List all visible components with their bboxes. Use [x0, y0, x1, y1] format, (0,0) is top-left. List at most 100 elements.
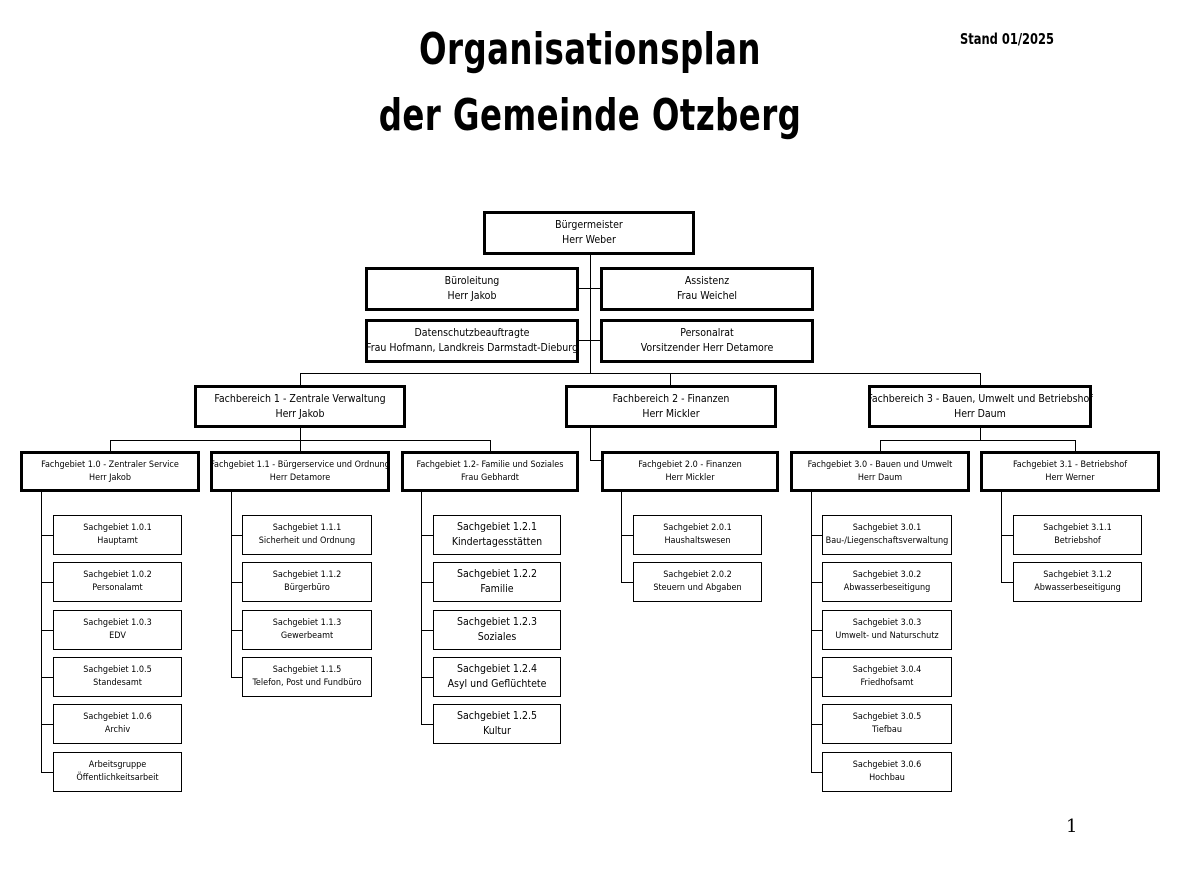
sachgebiet-name: Sicherheit und Ordnung: [258, 536, 356, 546]
connector-fachgebiet-3-spine: [421, 492, 422, 725]
connector-fb1-drop: [300, 373, 301, 386]
personalrat-name: Vorsitzender Herr Detamore: [640, 342, 774, 354]
datenschutz-name: Frau Hofmann, Landkreis Darmstadt-Diebur…: [366, 342, 578, 354]
connector-sachgebiet-3-4: [421, 677, 433, 678]
connector-fb2-down: [590, 428, 591, 460]
sachgebiet-name: Bau-/Liegenschaftsverwaltung: [825, 536, 949, 546]
sachgebiet-name: Öffentlichkeitsarbeit: [76, 773, 159, 783]
connector-fg12-drop: [490, 440, 491, 451]
sachgebiet-number: Sachgebiet 1.2.4: [457, 663, 537, 675]
connector-sachgebiet-1-4: [41, 677, 53, 678]
fachgebiet-6-name: Herr Werner: [1045, 472, 1095, 483]
connector-fachgebiet-4-spine: [621, 492, 622, 583]
box-assistenz: Assistenz Frau Weichel: [600, 267, 814, 311]
stand-date: Stand 01/2025: [960, 30, 1054, 48]
connector-staff-row-1: [579, 288, 600, 289]
fachgebiet-6-title: Fachgebiet 3.1 - Betriebshof: [1012, 459, 1128, 470]
box-personalrat: Personalrat Vorsitzender Herr Detamore: [600, 319, 814, 363]
sachgebiet-name: Haushaltswesen: [664, 536, 731, 546]
connector-sachgebiet-2-2: [231, 582, 242, 583]
connector-fb3-down: [980, 428, 981, 440]
connector-sachgebiet-3-3: [421, 630, 433, 631]
sachgebiet-name: Abwasserbeseitigung: [843, 583, 931, 593]
sachgebiet-name: EDV: [109, 631, 126, 641]
connector-sachgebiet-1-2: [41, 582, 53, 583]
connector-sachgebiet-1-6: [41, 772, 53, 773]
connector-sachgebiet-1-1: [41, 535, 53, 536]
fachbereich-3-title: Fachbereich 3 - Bauen, Umwelt und Betrie…: [867, 392, 1093, 405]
box-fachbereich-1: Fachbereich 1 - Zentrale Verwaltung Herr…: [194, 385, 406, 428]
sachgebiet-name: Soziales: [477, 631, 517, 643]
connector-sachgebiet-2-3: [231, 630, 242, 631]
sachgebiet-number: Sachgebiet 1.2.1: [457, 521, 537, 533]
connector-sachgebiet-6-1: [1001, 535, 1013, 536]
bueroleitung-name: Herr Jakob: [447, 290, 497, 302]
sachgebiet-number: Sachgebiet 1.0.2: [83, 570, 152, 580]
box-fachgebiet-2: Fachgebiet 1.1 - Bürgerservice und Ordnu…: [210, 451, 390, 492]
sachgebiet-number: Sachgebiet 3.0.3: [852, 618, 922, 628]
box-buergermeister: Bürgermeister Herr Weber: [483, 211, 695, 255]
page-title-line-2: der Gemeinde Otzberg: [378, 90, 802, 141]
sachgebiet-name: Friedhofsamt: [860, 678, 914, 688]
connector-fb3-drop: [980, 373, 981, 386]
sachgebiet-number: Sachgebiet 3.0.2: [852, 570, 922, 580]
connector-sachgebiet-3-2: [421, 582, 433, 583]
fachgebiet-5-name: Herr Daum: [857, 472, 903, 483]
buergermeister-title: Bürgermeister: [555, 219, 623, 231]
sachgebiet-number: Sachgebiet 1.0.6: [83, 712, 152, 722]
connector-sachgebiet-3-5: [421, 724, 433, 725]
page-number: 1: [1066, 816, 1078, 837]
connector-sachgebiet-5-6: [811, 772, 822, 773]
connector-sachgebiet-4-2: [621, 582, 633, 583]
sachgebiet-name: Gewerbeamt: [280, 631, 334, 641]
connector-fg31-drop: [1075, 440, 1076, 451]
connector-sachgebiet-4-1: [621, 535, 633, 536]
sachgebiet-name: Umwelt- und Naturschutz: [835, 631, 939, 641]
fachgebiet-1-title: Fachgebiet 1.0 - Zentraler Service: [41, 459, 179, 470]
sachgebiet-number: Sachgebiet 1.1.2: [272, 570, 342, 580]
connector-sachgebiet-2-1: [231, 535, 242, 536]
connector-fg10-drop: [110, 440, 111, 451]
sachgebiet-number: Sachgebiet 1.1.1: [272, 523, 342, 533]
sachgebiet-number: Sachgebiet 3.1.2: [1043, 570, 1112, 580]
sachgebiet-number: Sachgebiet 3.0.1: [852, 523, 922, 533]
sachgebiet-name: Bürgerbüro: [284, 583, 330, 593]
connector-fachgebiet-2-spine: [231, 492, 232, 677]
connector-fb2-drop: [670, 373, 671, 386]
box-bueroleitung: Büroleitung Herr Jakob: [365, 267, 579, 311]
sachgebiet-name: Archiv: [104, 725, 131, 735]
fachgebiet-5-title: Fachgebiet 3.0 - Bauen und Umwelt: [807, 459, 953, 470]
datenschutz-title: Datenschutzbeauftragte: [414, 327, 530, 339]
sachgebiet-number: Sachgebiet 1.1.5: [272, 665, 342, 675]
box-fachbereich-2: Fachbereich 2 - Finanzen Herr Mickler: [565, 385, 777, 428]
sachgebiet-number: Sachgebiet 1.0.3: [83, 618, 152, 628]
fachgebiet-4-name: Herr Mickler: [665, 472, 715, 483]
fachgebiet-3-name: Frau Gebhardt: [461, 472, 519, 483]
connector-fachgebiet-1-spine: [41, 492, 42, 772]
box-fachbereich-3: Fachbereich 3 - Bauen, Umwelt und Betrie…: [867, 385, 1093, 428]
fachbereich-3-name: Herr Daum: [954, 407, 1006, 420]
sachgebiet-name: Kindertagesstätten: [451, 536, 543, 548]
fachbereich-1-title: Fachbereich 1 - Zentrale Verwaltung: [214, 392, 386, 405]
assistenz-name: Frau Weichel: [676, 290, 738, 302]
box-datenschutz: Datenschutzbeauftragte Frau Hofmann, Lan…: [365, 319, 579, 363]
fachbereich-1-name: Herr Jakob: [275, 407, 325, 420]
fachbereich-2-name: Herr Mickler: [642, 407, 700, 420]
fachgebiet-1-name: Herr Jakob: [89, 472, 131, 483]
sachgebiet-name: Betriebshof: [1054, 536, 1101, 546]
